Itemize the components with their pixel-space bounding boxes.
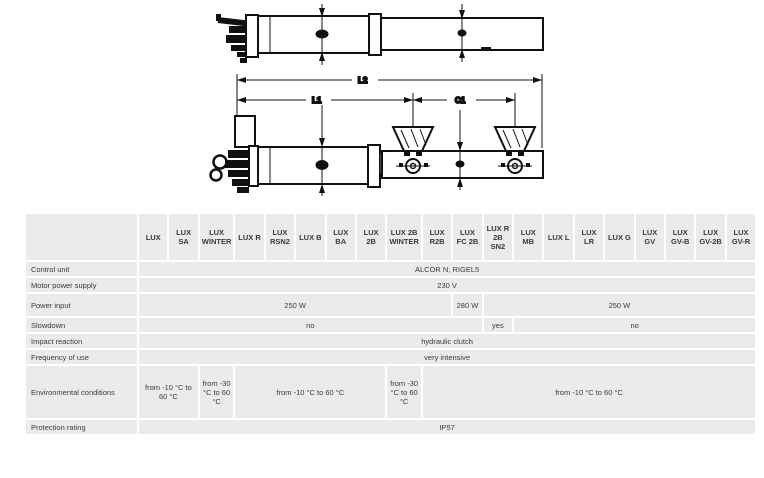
cell-motor-power-supply: 230 V — [139, 278, 756, 292]
row-label: Motor power supply — [26, 278, 137, 292]
column-header: LUX G — [605, 214, 634, 260]
column-header: LUX SA — [169, 214, 198, 260]
table-row: Protection rating IP57 — [26, 420, 756, 434]
column-header: LUX 2B WINTER — [387, 214, 421, 260]
piston-dimensional-drawing: L2 L1 C1 — [209, 4, 544, 196]
cell-environmental-conditions: from -30 °C to 60 °C — [199, 366, 234, 418]
column-header: LUX R 2B SN2 — [483, 214, 513, 260]
column-header: LUX FC 2B — [453, 214, 482, 260]
column-header: LUX BA — [326, 214, 355, 260]
column-header: LUX MB — [514, 214, 543, 260]
cell-environmental-conditions: from -10 °C to 60 °C — [139, 366, 198, 418]
cylinder-body — [257, 15, 371, 54]
diameter-marker — [315, 105, 329, 196]
row-label: Power input — [26, 294, 137, 316]
cell-power-input: 250 W — [483, 294, 756, 316]
table-row: Power input 250 W 280 W 250 W — [26, 294, 756, 316]
table-row: Frequency of use very intensive — [26, 350, 756, 364]
table-row: Environmental conditions from -10 °C to … — [26, 366, 756, 418]
hose-loop — [209, 168, 223, 182]
dim-label-c1: C1 — [455, 96, 466, 105]
row-label: Impact reaction — [26, 334, 137, 348]
row-label: Environmental conditions — [26, 366, 137, 418]
column-header: LUX R2B — [422, 214, 452, 260]
pump-unit — [225, 150, 257, 193]
gate-bracket — [493, 126, 537, 174]
bottom-view-piston — [209, 105, 544, 196]
cell-control-unit: ALCOR N, RIGEL5 — [139, 262, 756, 276]
column-header: LUX GV-R — [726, 214, 756, 260]
column-header: LUX 2B — [356, 214, 386, 260]
table-row: Control unit ALCOR N, RIGEL5 — [26, 262, 756, 276]
dimension-lines — [236, 74, 543, 148]
front-cap-ring — [368, 13, 382, 56]
specification-table: LUX LUX SA LUX WINTER LUX R LUX RSN2 LUX… — [24, 212, 757, 436]
front-cap-ring — [367, 144, 381, 188]
column-header: LUX GV-2B — [696, 214, 725, 260]
cell-frequency-of-use: very intensive — [139, 350, 756, 364]
cell-impact-reaction: hydraulic clutch — [139, 334, 756, 348]
column-header: LUX R — [235, 214, 264, 260]
cylinder-body — [257, 146, 369, 185]
row-label: Frequency of use — [26, 350, 137, 364]
column-header: LUX WINTER — [199, 214, 234, 260]
cell-protection-rating: IP57 — [139, 420, 756, 434]
hose-loop — [212, 154, 228, 170]
column-header: LUX B — [296, 214, 325, 260]
column-header: LUX GV-B — [666, 214, 695, 260]
column-header: LUX RSN2 — [265, 214, 295, 260]
gate-bracket — [391, 126, 435, 174]
dim-label-l2: L2 — [358, 76, 368, 85]
cell-environmental-conditions: from -10 °C to 60 °C — [422, 366, 756, 418]
diameter-marker — [455, 110, 465, 190]
row-label: Slowdown — [26, 318, 137, 332]
table-row: Slowdown no yes no — [26, 318, 756, 332]
top-view-piston — [216, 4, 544, 65]
column-header: LUX L — [544, 214, 573, 260]
cell-environmental-conditions: from -10 °C to 60 °C — [235, 366, 386, 418]
cell-slowdown: no — [514, 318, 756, 332]
cell-slowdown: yes — [483, 318, 513, 332]
rear-end-cap — [248, 145, 259, 187]
row-label: Control unit — [26, 262, 137, 276]
cell-slowdown: no — [139, 318, 482, 332]
tank-cap — [234, 115, 256, 148]
table-row: Motor power supply 230 V — [26, 278, 756, 292]
column-header: LUX — [139, 214, 168, 260]
pump-unit — [226, 26, 258, 63]
table-row: Impact reaction hydraulic clutch — [26, 334, 756, 348]
release-handle — [218, 17, 252, 27]
row-label: Protection rating — [26, 420, 137, 434]
table-corner-cell — [26, 214, 137, 260]
dim-label-l1: L1 — [312, 96, 322, 105]
cell-power-input: 280 W — [453, 294, 482, 316]
cell-environmental-conditions: from -30 °C to 60 °C — [387, 366, 421, 418]
column-header: LUX GV — [635, 214, 665, 260]
diameter-marker — [315, 4, 329, 65]
diameter-marker — [457, 4, 467, 62]
header-row: LUX LUX SA LUX WINTER LUX R LUX RSN2 LUX… — [26, 214, 756, 260]
column-header: LUX LR — [574, 214, 604, 260]
cell-power-input: 250 W — [139, 294, 452, 316]
rear-end-cap — [245, 14, 259, 58]
